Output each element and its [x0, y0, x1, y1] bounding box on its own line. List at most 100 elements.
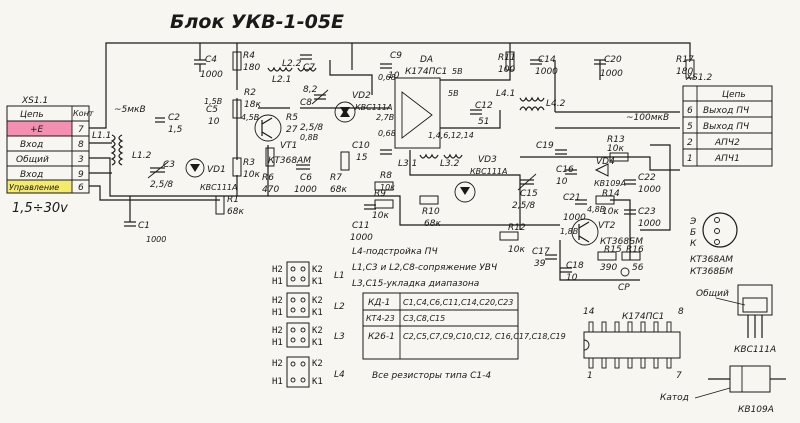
label-r6: R6 [262, 173, 274, 183]
value-c4: 1000 [200, 70, 223, 80]
label-vt1: VT1 [280, 141, 297, 151]
xs12-row-label: АПЧ1 [714, 154, 740, 164]
voltage-vt2-collector: 4,8В [587, 205, 605, 214]
label-c22: C22 [638, 173, 656, 183]
vt1-symbol [254, 114, 282, 142]
value-c17: 39 [534, 259, 546, 269]
label-l2-2: L2.2 [282, 59, 302, 69]
value-c8: 2,5/8 [300, 123, 323, 133]
ic-pin-7: 7 [676, 371, 682, 381]
label-r11: R11 [498, 53, 516, 63]
coil-pin: К2 [312, 326, 323, 336]
cap-table-type: КД-1 [368, 298, 390, 308]
coil-pin: К2 [312, 359, 323, 369]
value-r11: 100 [498, 65, 515, 75]
label-r17: R17 [676, 55, 694, 65]
value-c21: 1000 [563, 213, 586, 223]
label-vt2: VT2 [598, 221, 616, 231]
label-c23: C23 [638, 207, 656, 217]
label-vd4: VD4 [596, 157, 615, 167]
coil-pin: Н2 [272, 359, 283, 369]
transistor-pin-label: К [690, 239, 697, 249]
label-c12: C12 [475, 101, 493, 111]
label-c18: C18 [566, 261, 584, 271]
coil-name: L1 [334, 271, 345, 281]
value-c12: 51 [478, 117, 489, 127]
capacitor-type-table: КД-1 С1,С4,С6,С11,С14,С20,С23 КТ4-23 С3,… [362, 292, 566, 381]
value-r17: 180 [676, 67, 693, 77]
label-l4-2: L4.2 [546, 99, 566, 109]
label-c10: C10 [352, 141, 370, 151]
xs12-row-label: АПЧ2 [714, 138, 740, 148]
value-c6: 1000 [294, 185, 317, 195]
value-r13: 10к [607, 144, 624, 154]
value-r3: 10к [243, 170, 260, 180]
ic-pinout: К174ПС1 14 8 1 7 [583, 307, 684, 381]
l3-coil [419, 153, 439, 159]
label-r2: R2 [244, 88, 256, 98]
value-c3: 2,5/8 [150, 180, 173, 190]
label-c4: C4 [205, 55, 217, 65]
value-r1: 68к [227, 207, 244, 217]
coil-pin: Н1 [272, 338, 283, 348]
ic-name: К174ПС1 [622, 312, 664, 322]
type-vd3: КВС111А [470, 167, 508, 176]
xs12-row-label: Выход ПЧ [703, 106, 749, 116]
xs12-row-num: 2 [687, 138, 693, 148]
label-vd3: VD3 [478, 155, 497, 165]
label-r13: R13 [607, 135, 625, 145]
value-c11: 1000 [350, 233, 373, 243]
voltage-da1-pin: 5В [452, 67, 463, 76]
value-c18: 10 [566, 273, 578, 283]
label-r5: R5 [286, 113, 298, 123]
coil-name: L4 [334, 370, 345, 380]
transistor-pin-label: Э [689, 217, 697, 227]
label-l3-2: L3.2 [440, 159, 460, 169]
type-vd2: КВС111А [355, 103, 393, 112]
label-r4: R4 [243, 51, 255, 61]
cp-testpoint [620, 267, 630, 277]
value-c20: 1000 [600, 69, 623, 79]
type-vd4: КВ109А [594, 179, 626, 188]
voltage-da1-pin5: 0,68 [378, 129, 396, 138]
label-r3: R3 [243, 158, 255, 168]
type-vd1: КВС111А [200, 183, 238, 192]
note-line: L4-подстройка ПЧ [352, 247, 438, 257]
da1-body [394, 77, 441, 149]
voltage-vt1-base: 1,5В [204, 97, 222, 106]
kvs-common-label: Общий [696, 289, 729, 299]
value-r10: 68к [424, 219, 441, 229]
xs11-row-num: 7 [78, 125, 84, 135]
xs11-row-num: 8 [78, 140, 84, 150]
label-c21: C21 [563, 193, 581, 203]
vt2-symbol [571, 218, 599, 246]
vd2-symbol [334, 101, 356, 123]
xs11-voltage-note: 1,5÷30v [12, 201, 68, 216]
xs11-row-num: 3 [78, 155, 84, 165]
resistors-note: Все резисторы типа С1-4 [372, 371, 491, 381]
voltage-vt1-collector: 0,8В [300, 133, 318, 142]
coil-name: L2 [334, 302, 345, 312]
label-r15: R15 [604, 245, 622, 255]
value-c22: 1000 [638, 185, 661, 195]
components [110, 51, 695, 277]
cap-table-list: С2,С5,С7,С9,С10,С12, С16,С17,С18,С19 [403, 332, 566, 341]
type-vt1: КТ368АМ [268, 156, 311, 166]
value-r6: 470 [262, 185, 279, 195]
value-c14: 1000 [535, 67, 558, 77]
xs11-header-num: Конт [73, 109, 94, 118]
component-labels: C4 1000 R4 180 L2.1 L2.2 C7 8,2 C8 2,5/8… [92, 51, 694, 293]
cap-table-list: С3,С8,С15 [403, 314, 445, 323]
value-r2: 18к [244, 100, 261, 110]
coil-pin: Н1 [272, 377, 283, 387]
voltage-da1-pin4: 0,68 [378, 73, 396, 82]
kv-type: КВ109А [738, 405, 774, 415]
label-da1: DA [420, 55, 433, 65]
kv-cathode-label: Катод [660, 393, 689, 403]
label-c5: C5 [206, 105, 218, 115]
l4-1-coil [519, 96, 545, 102]
transistor-pinout: Э Б К КТ368АМ КТ368БМ [689, 212, 738, 277]
label-cp: СР [618, 283, 630, 293]
kvs111a-pinout: Общий КВС111А [696, 284, 776, 355]
ic-pin-8: 8 [678, 307, 684, 317]
